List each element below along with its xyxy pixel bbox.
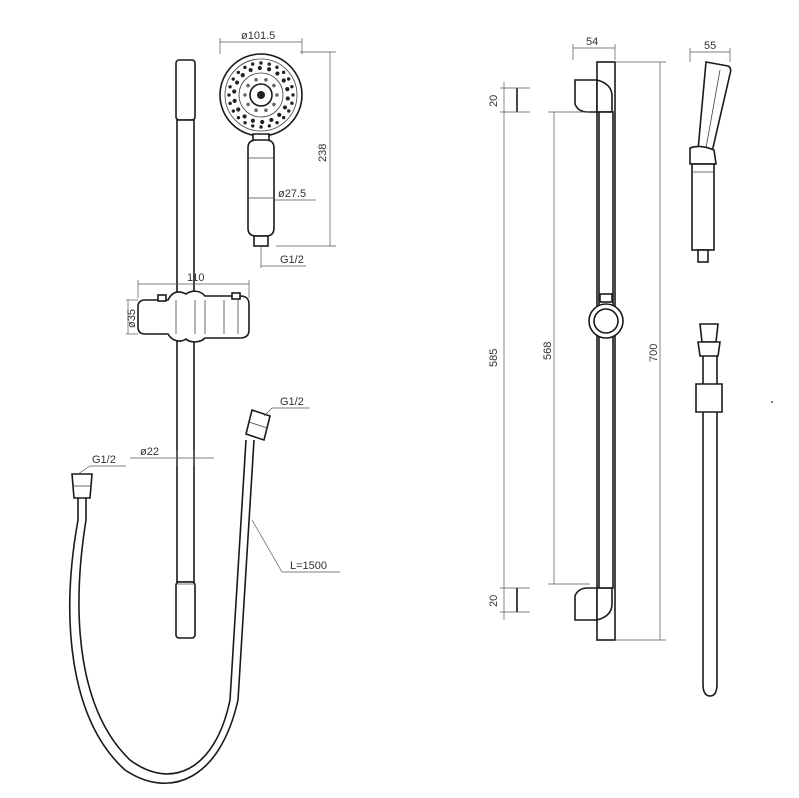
nozzle-dot bbox=[275, 93, 279, 97]
side-view: 54 20 20 585 568 700 bbox=[488, 36, 666, 641]
nozzle-dot bbox=[264, 77, 268, 82]
nozzle-dot bbox=[290, 84, 294, 89]
hose-start-thread-label: G1/2 bbox=[92, 454, 116, 466]
nozzle-dot bbox=[228, 101, 232, 106]
nozzle-dot bbox=[257, 65, 262, 71]
nozzle-dot bbox=[236, 107, 241, 112]
shower-hose bbox=[69, 408, 271, 785]
nozzle-dot bbox=[259, 61, 263, 65]
front-dimensions bbox=[77, 38, 340, 573]
nozzle-dot bbox=[260, 119, 265, 125]
nozzle-dot bbox=[243, 93, 247, 97]
nozzle-dot bbox=[272, 83, 276, 88]
fixing-centres-label: 585 bbox=[488, 349, 500, 367]
nozzle-dot bbox=[250, 118, 255, 123]
side-dimensions bbox=[500, 44, 666, 641]
nozzle-dot bbox=[272, 102, 276, 107]
front-view: ø101.5 238 ø27.5 G1/2 110 ø35 ø22 G1/2 G… bbox=[69, 30, 340, 785]
nozzle-dot bbox=[267, 67, 272, 72]
nozzle-dot bbox=[242, 114, 247, 119]
rail-length-label: 568 bbox=[542, 342, 554, 360]
nozzle-dot bbox=[231, 109, 236, 113]
rail-diameter-label: ø22 bbox=[140, 446, 159, 458]
bracket-bottom-label: 20 bbox=[488, 595, 500, 607]
nozzle-dot bbox=[281, 78, 286, 83]
nozzle-dot bbox=[282, 105, 288, 110]
nozzle-dot bbox=[281, 70, 286, 75]
nozzle-dot bbox=[251, 124, 255, 128]
nozzle-dot bbox=[243, 121, 247, 125]
nozzle-dot bbox=[246, 83, 250, 88]
wall-projection-label: 54 bbox=[586, 36, 598, 48]
side-dimension-labels: 54 20 20 585 568 700 bbox=[488, 36, 660, 607]
overall-height-label: 700 bbox=[648, 344, 660, 362]
head-height-label: 238 bbox=[317, 144, 329, 162]
hose-length-label: L=1500 bbox=[290, 560, 327, 572]
nozzle-dot bbox=[291, 93, 295, 97]
nozzle-dot bbox=[259, 125, 263, 129]
head-thread-label: G1/2 bbox=[280, 254, 304, 266]
nozzle-dot bbox=[231, 77, 235, 81]
nozzle-dot bbox=[232, 98, 237, 103]
nozzle-dot bbox=[267, 62, 271, 66]
nozzle-dot bbox=[234, 80, 240, 85]
nozzle-dot bbox=[275, 71, 280, 76]
head-side-view: 55 bbox=[689, 40, 732, 263]
nozzle-dot bbox=[232, 89, 237, 94]
nozzle-dot bbox=[290, 101, 294, 105]
nozzle-dot bbox=[277, 112, 282, 117]
nozzle-dot bbox=[287, 109, 291, 113]
nozzle-dot bbox=[243, 65, 247, 70]
nozzle-dot bbox=[275, 120, 279, 125]
nozzle-dot bbox=[267, 124, 272, 128]
nozzle-dot bbox=[227, 93, 231, 97]
slider-bracket bbox=[137, 290, 250, 343]
handle-diameter-label: ø27.5 bbox=[278, 188, 306, 200]
nozzle-dot bbox=[285, 96, 290, 101]
slide-rail bbox=[175, 59, 196, 639]
nozzle-dot bbox=[286, 77, 291, 81]
spray-nozzles bbox=[227, 61, 295, 129]
nozzle-dot bbox=[281, 115, 286, 120]
nozzle-dot bbox=[246, 102, 250, 107]
nozzle-dot bbox=[254, 77, 258, 82]
head-depth-label: 55 bbox=[704, 40, 716, 52]
nozzle-dot bbox=[254, 108, 258, 113]
bracket-top-label: 20 bbox=[488, 95, 500, 107]
slider-diameter-label: ø35 bbox=[126, 309, 138, 328]
stray-mark bbox=[771, 401, 773, 403]
shower-head-front bbox=[219, 53, 303, 247]
front-dimension-labels: ø101.5 238 ø27.5 G1/2 110 ø35 ø22 G1/2 G… bbox=[92, 30, 329, 572]
hose-side-view bbox=[695, 323, 723, 697]
side-rail bbox=[574, 61, 624, 641]
nozzle-dot bbox=[285, 87, 290, 92]
nozzle-dot bbox=[269, 117, 274, 123]
nozzle-dot bbox=[264, 108, 268, 113]
nozzle-dot bbox=[236, 70, 241, 75]
nozzle-dot bbox=[248, 67, 253, 73]
nozzle-dot bbox=[275, 65, 279, 69]
nozzle-dot bbox=[236, 115, 241, 120]
nozzle-dot bbox=[250, 62, 255, 66]
slider-width-label: 110 bbox=[187, 272, 205, 284]
nozzle-dot bbox=[240, 73, 245, 78]
nozzle-dot bbox=[228, 85, 232, 89]
hose-end-thread-label: G1/2 bbox=[280, 396, 304, 408]
head-diameter-label: ø101.5 bbox=[241, 30, 275, 42]
